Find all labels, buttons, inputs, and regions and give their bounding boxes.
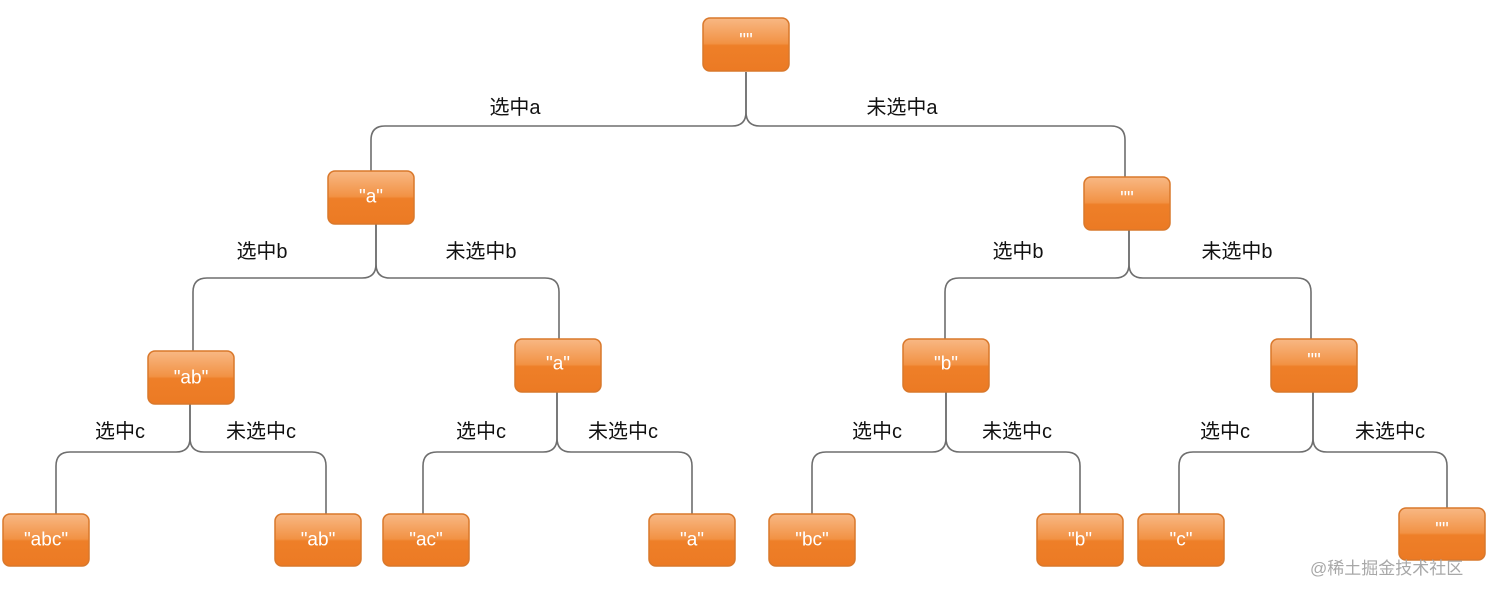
- edge-b-to-b: [945, 392, 1081, 514]
- edge-labels: 选中a 未选中a 选中b 未选中b 选中b 未选中b 选中c 未选中c 选中c …: [95, 96, 1425, 443]
- edge-label-select-c-1: 选中c: [95, 420, 145, 443]
- edge-label-not-select-c-1: 未选中c: [226, 420, 296, 443]
- edge-label-select-a: 选中a: [489, 96, 541, 119]
- edge-a-to-ac: [422, 392, 558, 514]
- node-root-label: "": [739, 31, 753, 52]
- node-b: "b": [902, 338, 990, 393]
- node-a-not-b: "a": [514, 338, 602, 393]
- edge-label-select-c-4: 选中c: [1200, 420, 1250, 443]
- node-abc: "abc": [2, 513, 90, 567]
- edge-label-select-b-right: 选中b: [992, 240, 1043, 263]
- node-ac-label: "ac": [409, 530, 443, 551]
- node-empty-label: "": [1435, 520, 1449, 541]
- edge-root-to-not-a: [745, 72, 1126, 178]
- edge-label-not-select-c-4: 未选中c: [1355, 420, 1425, 443]
- edge-label-select-c-3: 选中c: [852, 420, 902, 443]
- edge-b-to-bc: [811, 392, 947, 514]
- node-root: "": [702, 17, 790, 72]
- edge-empty-to-empty: [1128, 230, 1312, 340]
- node-c: "c": [1137, 513, 1225, 567]
- node-b-not-c: "b": [1036, 513, 1124, 567]
- edge-ab-to-ab: [189, 404, 327, 514]
- node-b-label: "b": [934, 354, 958, 375]
- edges: [55, 72, 1448, 514]
- node-b-not-c-label: "b": [1068, 530, 1092, 551]
- edge-a-to-a-leaf: [556, 392, 693, 514]
- edge-label-not-select-a: 未选中a: [866, 96, 938, 119]
- node-not-a-label: "": [1120, 189, 1134, 210]
- node-ab: "ab": [147, 350, 235, 405]
- edge-a-to-ab: [192, 224, 377, 352]
- node-ab-not-c: "ab": [274, 513, 362, 567]
- node-empty: "": [1398, 507, 1486, 561]
- edge-label-not-select-c-3: 未选中c: [982, 420, 1052, 443]
- node-c-label: "c": [1170, 530, 1193, 551]
- edge-label-select-b-left: 选中b: [236, 240, 287, 263]
- edge-label-not-select-b-right: 未选中b: [1201, 240, 1272, 263]
- node-ab-label: "ab": [174, 368, 209, 389]
- edge-empty-to-c: [1178, 392, 1314, 514]
- node-bc-label: "bc": [795, 530, 829, 551]
- node-bc: "bc": [768, 513, 856, 567]
- edge-a-to-a: [375, 224, 560, 340]
- node-not-a: "": [1083, 176, 1171, 231]
- watermark: @稀土掘金技术社区: [1310, 559, 1464, 578]
- edge-root-to-a: [370, 72, 747, 172]
- edge-empty-to-empty-leaf: [1312, 392, 1448, 508]
- node-a-not-c-label: "a": [680, 530, 704, 551]
- node-not-a-not-b: "": [1270, 338, 1358, 393]
- node-a-not-c: "a": [648, 513, 736, 567]
- node-a: "a": [327, 170, 415, 225]
- edge-empty-to-b: [944, 230, 1130, 340]
- edge-ab-to-abc: [55, 404, 191, 514]
- node-a-label: "a": [359, 187, 383, 208]
- node-not-a-not-b-label: "": [1307, 351, 1321, 372]
- edge-label-select-c-2: 选中c: [456, 420, 506, 443]
- node-a-not-b-label: "a": [546, 354, 570, 375]
- edge-label-not-select-b-left: 未选中b: [445, 240, 516, 263]
- edge-label-not-select-c-2: 未选中c: [588, 420, 658, 443]
- node-ab-not-c-label: "ab": [301, 530, 336, 551]
- nodes: "" "a" "" "ab" "a" "b" "": [2, 17, 1486, 567]
- node-abc-label: "abc": [24, 530, 68, 551]
- node-ac: "ac": [382, 513, 470, 567]
